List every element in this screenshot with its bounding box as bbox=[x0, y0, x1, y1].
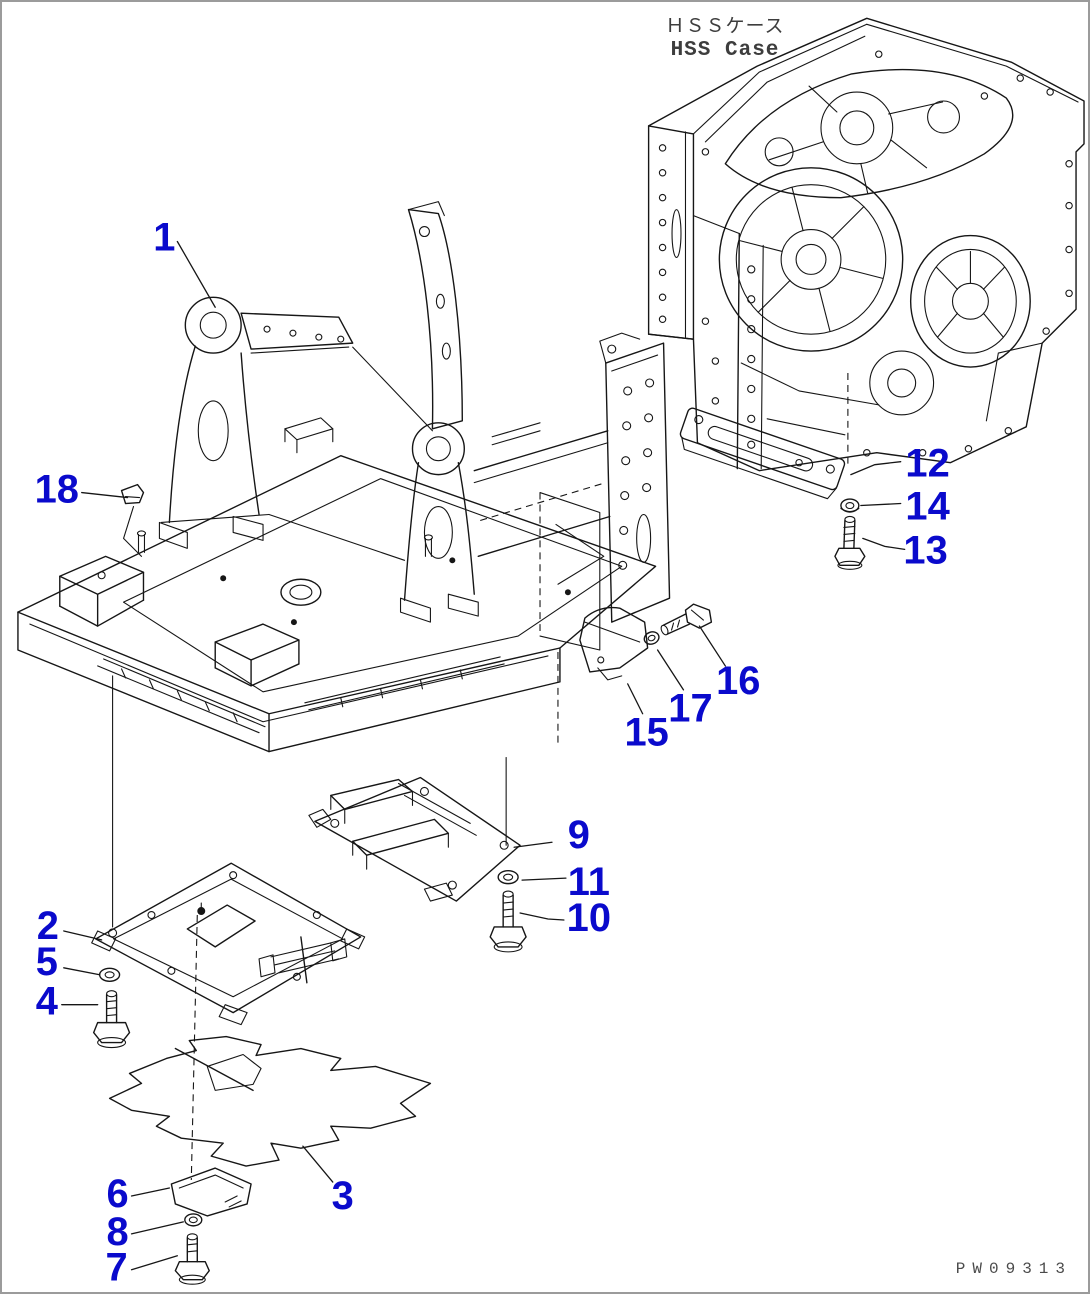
part-8-washer bbox=[184, 1213, 203, 1227]
drawing-number: PW09313 bbox=[955, 1260, 1072, 1278]
leader-12 bbox=[850, 461, 902, 476]
callout-5[interactable]: 5 bbox=[36, 940, 58, 984]
part-12-mounting-plate bbox=[679, 407, 846, 500]
part-13-bolt bbox=[834, 515, 866, 570]
leader-3 bbox=[302, 1145, 334, 1183]
leader-11 bbox=[521, 877, 567, 881]
main-frame-drawing bbox=[17, 201, 671, 928]
hss-case-drawing bbox=[647, 17, 1085, 472]
leader-13 bbox=[862, 537, 906, 551]
leader-15 bbox=[627, 683, 644, 715]
part-7-bolt bbox=[174, 1233, 210, 1285]
part-16-bolt bbox=[660, 603, 713, 636]
part-5-washer bbox=[98, 967, 121, 982]
callout-16[interactable]: 16 bbox=[716, 659, 760, 703]
callout-numbers: 1 2 3 4 5 6 7 8 9 10 11 12 13 14 15 16 1… bbox=[35, 215, 950, 1289]
part-9-bracket-plate bbox=[308, 776, 521, 902]
part-4-bolt bbox=[92, 990, 131, 1049]
part-18-clip bbox=[120, 483, 145, 557]
callout-3[interactable]: 3 bbox=[332, 1174, 354, 1218]
part-2-cover-plate bbox=[91, 862, 366, 1181]
callout-10[interactable]: 10 bbox=[567, 896, 611, 940]
callout-8[interactable]: 8 bbox=[106, 1210, 128, 1254]
callout-4[interactable]: 4 bbox=[36, 980, 58, 1024]
part-1-tower-eye bbox=[158, 296, 354, 549]
leader-14 bbox=[860, 502, 902, 507]
callout-12[interactable]: 12 bbox=[905, 442, 949, 486]
part-15-cover bbox=[579, 606, 649, 681]
leader-lines bbox=[61, 240, 906, 1271]
callout-13[interactable]: 13 bbox=[903, 528, 947, 572]
leader-7 bbox=[130, 1255, 179, 1271]
leader-8 bbox=[130, 1221, 184, 1235]
callout-6[interactable]: 6 bbox=[106, 1172, 128, 1216]
leader-1 bbox=[176, 240, 216, 308]
callout-11[interactable]: 11 bbox=[568, 860, 610, 904]
leader-2 bbox=[63, 930, 103, 941]
leader-10 bbox=[519, 912, 565, 921]
part-14-washer bbox=[840, 498, 860, 513]
callout-9[interactable]: 9 bbox=[568, 813, 590, 857]
callout-7[interactable]: 7 bbox=[105, 1246, 127, 1290]
callout-14[interactable]: 14 bbox=[905, 484, 949, 528]
callout-1[interactable]: 1 bbox=[153, 215, 175, 259]
part-11-washer bbox=[497, 869, 519, 885]
callout-2[interactable]: 2 bbox=[37, 904, 59, 948]
callout-18[interactable]: 18 bbox=[35, 468, 79, 512]
part-17-washer bbox=[643, 631, 660, 645]
part-3-shim-plate bbox=[108, 1035, 432, 1167]
leader-6 bbox=[130, 1187, 171, 1197]
part-10-bolt bbox=[489, 890, 527, 953]
callout-15[interactable]: 15 bbox=[624, 711, 668, 755]
leader-5 bbox=[63, 967, 101, 976]
part-6-plate bbox=[170, 1167, 252, 1217]
leader-9 bbox=[513, 841, 553, 848]
leader-17 bbox=[656, 649, 685, 691]
leader-18 bbox=[81, 491, 129, 499]
callout-17[interactable]: 17 bbox=[668, 687, 712, 731]
leader-16 bbox=[698, 625, 726, 667]
